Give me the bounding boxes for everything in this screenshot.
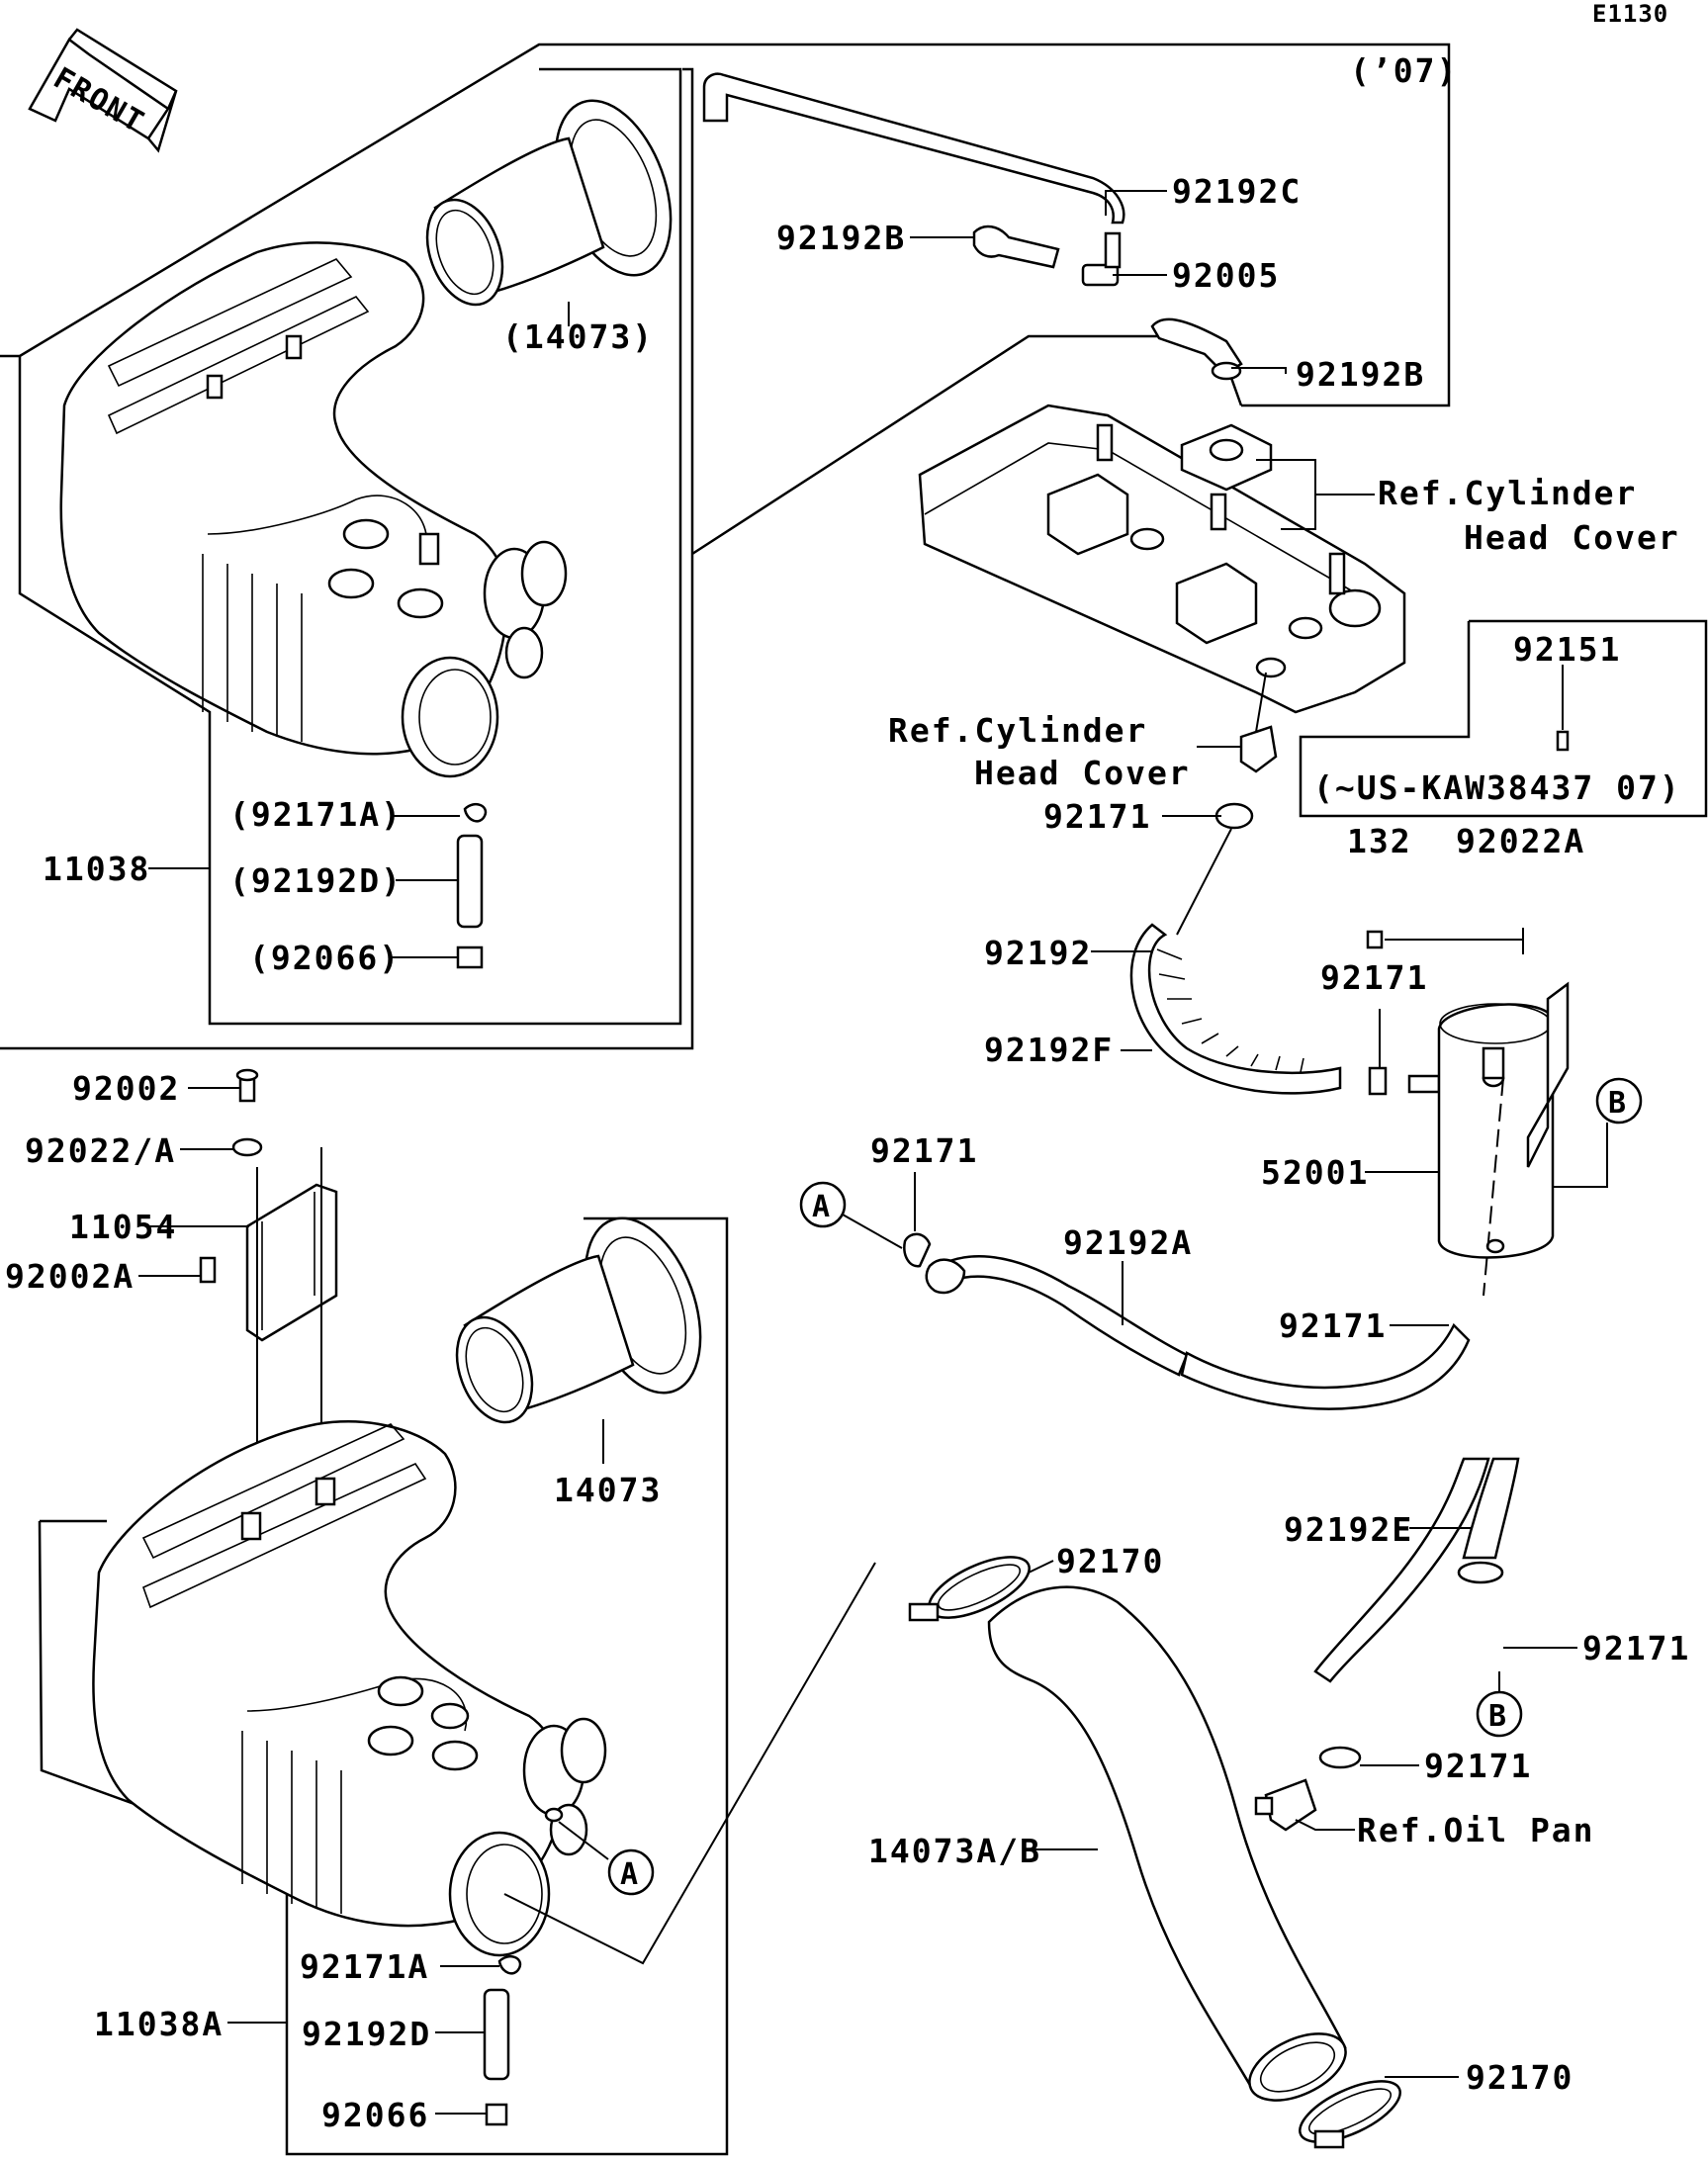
intake-duct-14073AB [908, 1556, 1401, 2149]
label-92192C: 92192C [1172, 172, 1302, 211]
leaders-catch-tank [1091, 815, 1608, 1326]
label-92171-f: 92171 [1424, 1747, 1532, 1785]
callout-B-upper: B [1595, 1077, 1643, 1125]
intake-tube-lower [455, 1216, 702, 1424]
label-92171-b: 92171 [1320, 958, 1428, 997]
label-92002: 92002 [72, 1069, 180, 1108]
drain-parts-upper [456, 802, 488, 969]
label-92171-d: 92171 [1279, 1306, 1387, 1345]
upper-box-frame [0, 43, 717, 1050]
label-92192D-paren: (92192D) [229, 861, 403, 900]
hose-92192A: A [799, 1181, 1471, 1410]
hose-92192E: B [1254, 1457, 1523, 1832]
label-92022A: 92022A [1456, 822, 1585, 860]
cylinder-head-cover [918, 404, 1406, 773]
label-ref-cylinder-head-cover-1a: Ref.Cylinder [1378, 474, 1637, 512]
label-11054: 11054 [69, 1208, 177, 1246]
serial-box [1299, 619, 1708, 818]
front-arrow-icon: FRONT [28, 28, 178, 153]
leaders-lower-left [138, 1087, 876, 2115]
label-ref-cylinder-head-cover-2a: Ref.Cylinder [888, 711, 1147, 750]
label-11038A: 11038A [94, 2005, 224, 2043]
leaders-breather [910, 190, 1287, 374]
label-92192B-right: 92192B [1296, 355, 1425, 394]
leaders-head-cover [1197, 459, 1375, 748]
intake-tube-upper [425, 99, 673, 307]
label-92171-a: 92171 [1043, 797, 1151, 836]
label-14073: 14073 [554, 1471, 662, 1509]
lower-box-frame [38, 1216, 729, 2156]
callout-A-lower-label: A [620, 1857, 640, 1892]
label-92151: 92151 [1513, 630, 1621, 669]
label-ref-cylinder-head-cover-2b: Head Cover [974, 754, 1191, 792]
callout-A-lower: A [607, 1848, 655, 1896]
callout-B-lower-label: B [1488, 1699, 1508, 1734]
leaders-upper-left [148, 302, 570, 958]
breather-hoses [702, 72, 1243, 381]
drain-parts-lower [483, 1954, 522, 2126]
label-92066: 92066 [321, 2096, 429, 2134]
label-92171-c: 92171 [870, 1131, 978, 1170]
year-note: (’07) [1350, 51, 1458, 90]
label-92171A: 92171A [300, 1947, 429, 1986]
air-box-lower [92, 1420, 607, 1957]
leaders-92192E [1295, 1527, 1577, 1831]
label-92192B-top: 92192B [776, 219, 906, 257]
label-92002A: 92002A [5, 1257, 135, 1296]
catch-tank-assembly [1129, 802, 1570, 1259]
label-92066-paren: (92066) [249, 939, 401, 977]
label-ref-cylinder-head-cover-1b: Head Cover [1464, 518, 1680, 557]
label-92192: 92192 [984, 934, 1092, 972]
label-92192A: 92192A [1063, 1223, 1193, 1262]
label-92171A-paren: (92171A) [229, 795, 403, 834]
label-11038: 11038 [43, 850, 150, 888]
label-52001: 52001 [1261, 1153, 1369, 1192]
label-92192E: 92192E [1284, 1510, 1413, 1549]
callout-A-upper-label: A [812, 1190, 832, 1224]
label-ref-oil-pan: Ref.Oil Pan [1357, 1811, 1595, 1849]
serial-note: (~US-KAW38437 07) [1313, 768, 1681, 807]
label-92170-top: 92170 [1056, 1542, 1164, 1580]
label-92192F: 92192F [984, 1031, 1114, 1069]
air-box-upper [59, 241, 568, 778]
label-14073-paren: (14073) [502, 317, 654, 356]
label-92005: 92005 [1172, 256, 1280, 295]
label-92171-e: 92171 [1582, 1629, 1690, 1667]
leaders-duct [1028, 1560, 1459, 2078]
label-92170-bottom: 92170 [1466, 2058, 1573, 2097]
diagram-code: E1130 [1592, 0, 1668, 28]
label-92022-A: 92022/A [25, 1131, 176, 1170]
label-92192D: 92192D [302, 2015, 431, 2053]
label-132: 132 [1347, 822, 1412, 860]
label-14073AB: 14073A/B [868, 1832, 1041, 1870]
callout-B-upper-label: B [1608, 1086, 1628, 1121]
